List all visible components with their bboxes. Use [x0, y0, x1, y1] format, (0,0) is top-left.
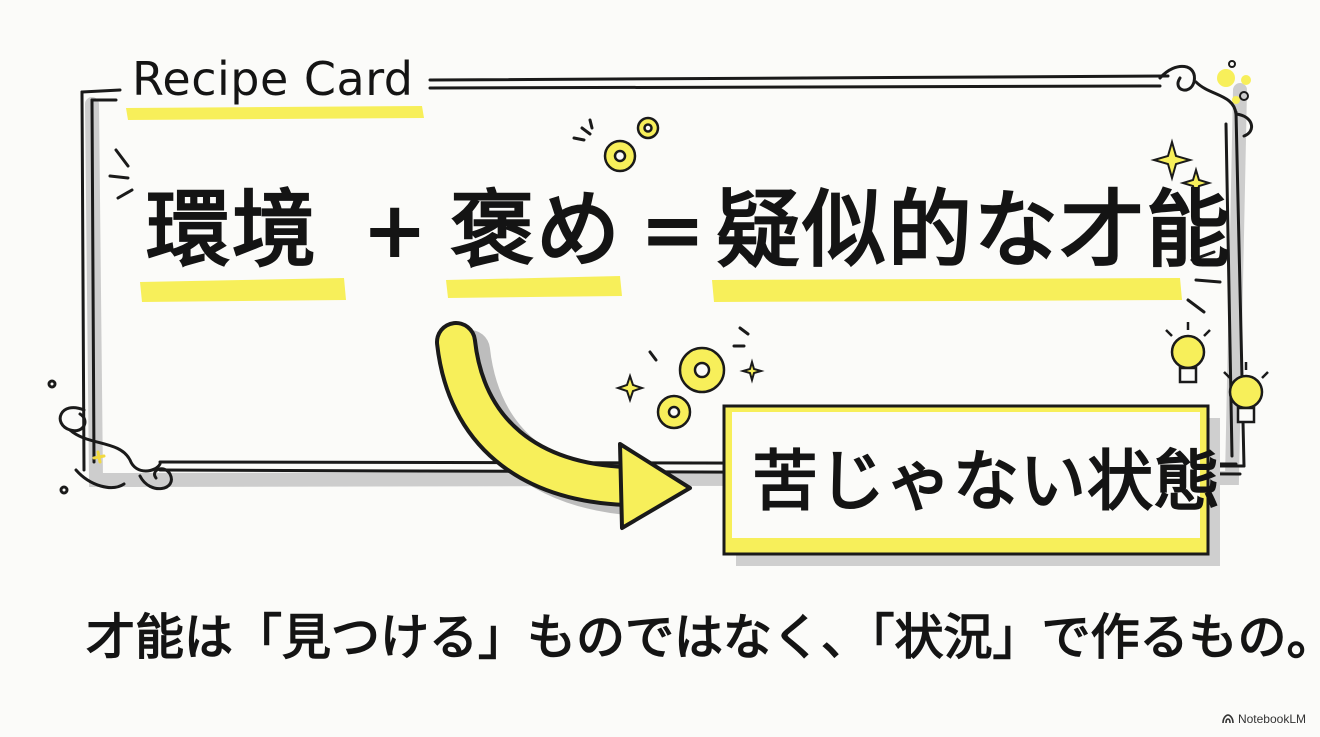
gear-icon [656, 346, 726, 430]
equation-plus: + [362, 186, 428, 276]
light-bulb-icon [1223, 362, 1269, 424]
label-highlight [126, 106, 424, 120]
curved-arrow-head [618, 442, 692, 530]
light-bulb-icon [1165, 322, 1211, 384]
card-label: Recipe Card [132, 52, 414, 106]
sparkle-icon [614, 138, 1213, 404]
caption-text: 才能は「見つける」ものではなく、「状況」で作るもの。 [86, 609, 1320, 666]
emphasis-marks [108, 118, 1222, 362]
corner-flourish-bottom-left [47, 379, 173, 495]
corner-flourish-top-right [1158, 60, 1253, 138]
outcome-label: 苦じゃない状態 [752, 443, 1221, 520]
equation-result-term: 疑似的な才能 [716, 181, 1233, 279]
branding: NotebookLM [1222, 713, 1306, 725]
term1-highlight [140, 278, 346, 302]
term2-highlight [446, 276, 622, 298]
equation-term-environment: 環境 [146, 181, 319, 279]
gear-icon [603, 116, 660, 173]
equation-equals: = [640, 186, 706, 276]
equation-term-praise: 褒め [450, 181, 623, 279]
result-term-highlight [712, 278, 1182, 302]
notebooklm-logo-icon [1222, 714, 1234, 724]
branding-label: NotebookLM [1237, 712, 1306, 726]
